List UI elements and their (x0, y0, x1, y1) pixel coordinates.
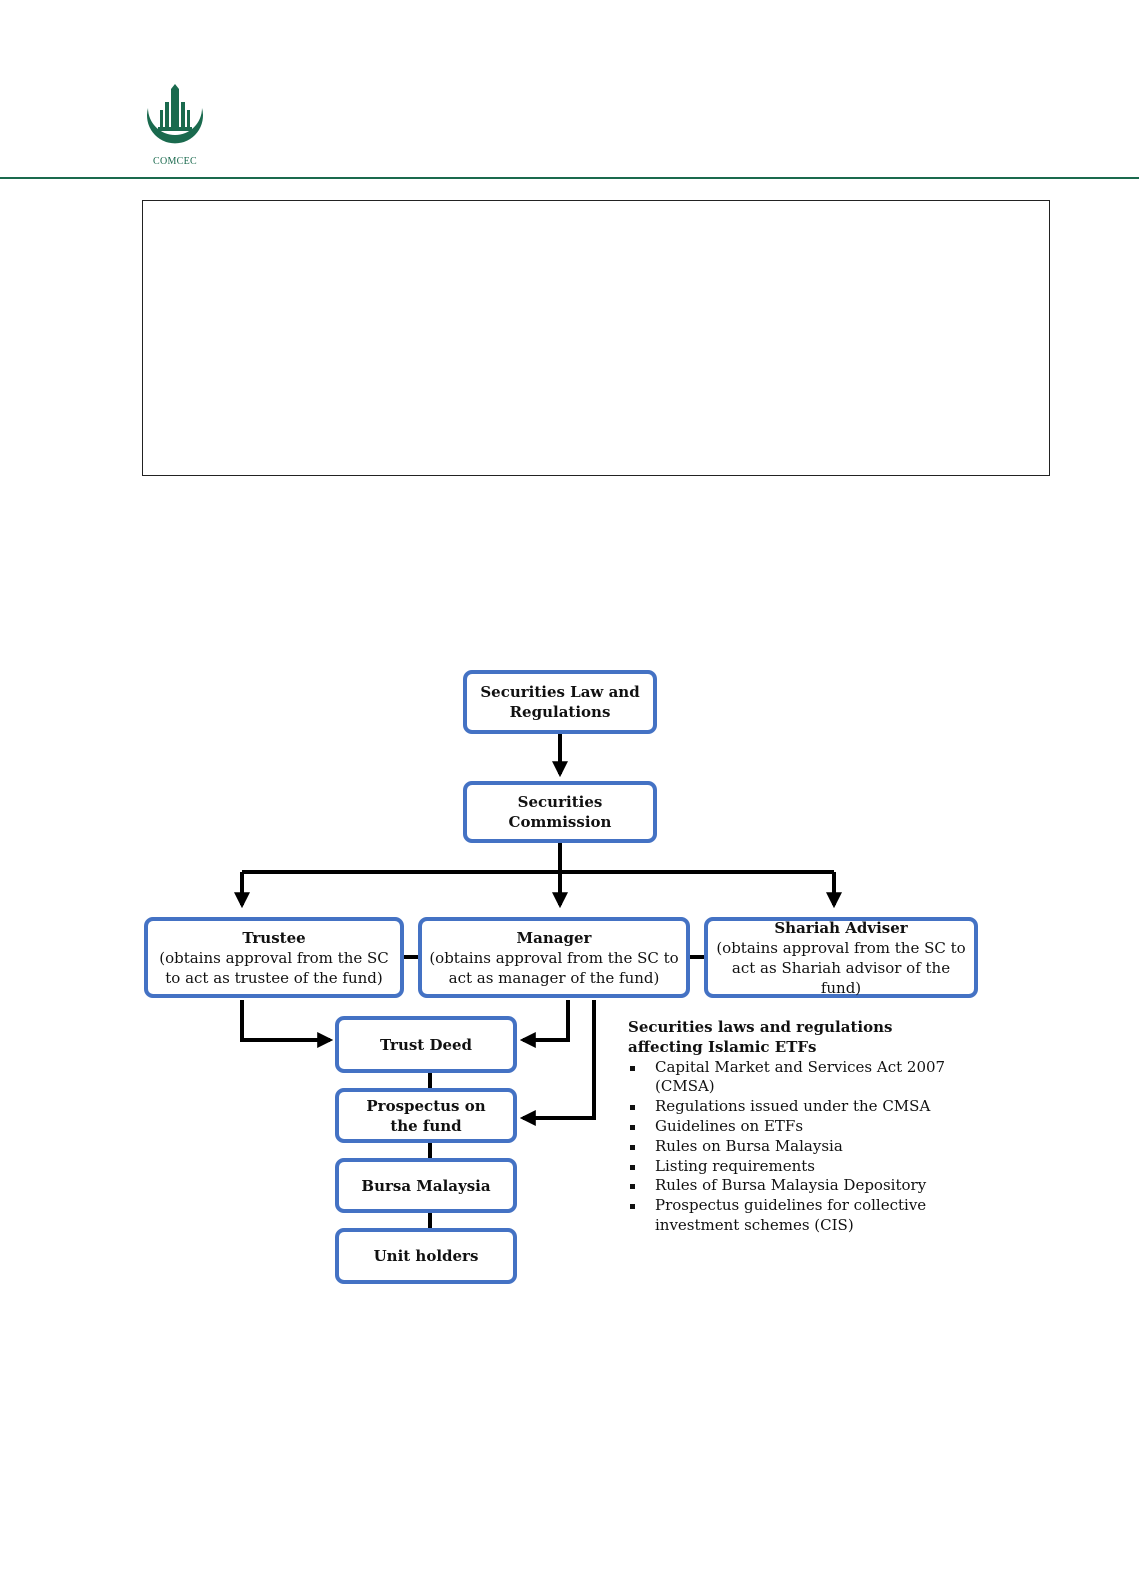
node-subtitle: (obtains approval from the SC to act as … (716, 938, 966, 997)
legend-item-text: Rules on Bursa Malaysia (655, 1136, 843, 1155)
node-title: Shariah Adviser (774, 918, 908, 937)
bullet-icon (630, 1204, 635, 1210)
legend-item: Guidelines on ETFs (628, 1117, 1008, 1137)
org-name: COMCEC (152, 156, 198, 167)
connector-manager-prospectus (519, 1000, 596, 1126)
node-subtitle: (obtains approval from the SC to act as … (159, 948, 389, 987)
legend-title: Securities laws and regulations affectin… (628, 1018, 893, 1056)
connector-manager-trustdeed (519, 1000, 570, 1048)
node-securities-law: Securities Law and Regulations (463, 670, 657, 734)
legend-item-text: Regulations issued under the CMSA (655, 1097, 931, 1116)
regulations-legend: Securities laws and regulations affectin… (628, 1018, 1008, 1236)
bullet-icon (630, 1144, 635, 1150)
bullet-icon (630, 1065, 635, 1071)
legend-item-text: Listing requirements (655, 1156, 815, 1175)
node-title: Prospectus on the fund (366, 1096, 486, 1135)
node-manager: Manager (obtains approval from the SC to… (418, 917, 690, 998)
node-title: Bursa Malaysia (361, 1176, 491, 1195)
legend-item-text: Prospectus guidelines for collective inv… (655, 1196, 927, 1234)
legend-item-text: Guidelines on ETFs (655, 1116, 804, 1135)
bullet-icon (630, 1164, 635, 1170)
connector-trustee-trustdeed (240, 1000, 334, 1048)
node-prospectus: Prospectus on the fund (335, 1088, 517, 1143)
node-title: Securities Law and Regulations (480, 683, 640, 721)
connector-bus (242, 843, 834, 874)
node-title: Securities Commission (508, 793, 612, 831)
node-title: Trust Deed (379, 1035, 473, 1054)
legend-item: Prospectus guidelines for collective inv… (628, 1196, 935, 1236)
node-title: Manager (516, 928, 592, 947)
bullet-icon (630, 1124, 635, 1130)
bullet-icon (630, 1184, 635, 1190)
bullet-icon (630, 1105, 635, 1111)
legend-item: Regulations issued under the CMSA (628, 1097, 1008, 1117)
legend-item: Rules of Bursa Malaysia Depository (628, 1176, 1008, 1196)
empty-frame-box (142, 200, 1050, 476)
node-subtitle: (obtains approval from the SC to act as … (429, 948, 679, 987)
comcec-logo (147, 84, 203, 144)
node-trust-deed: Trust Deed (335, 1016, 517, 1073)
legend-item-text: Capital Market and Services Act 2007 (CM… (655, 1057, 946, 1096)
legend-item-text: Rules of Bursa Malaysia Depository (655, 1176, 927, 1195)
legend-item: Listing requirements (628, 1157, 1008, 1177)
node-title: Unit holders (373, 1247, 479, 1265)
legend-list: Capital Market and Services Act 2007 (CM… (628, 1058, 1008, 1236)
node-unit-holders: Unit holders (335, 1228, 517, 1284)
header-rule (0, 177, 1139, 179)
node-securities-commission: Securities Commission (463, 781, 657, 843)
legend-item: Capital Market and Services Act 2007 (CM… (628, 1058, 1008, 1098)
node-bursa-malaysia: Bursa Malaysia (335, 1158, 517, 1213)
node-title: Trustee (242, 928, 306, 947)
node-trustee: Trustee (obtains approval from the SC to… (144, 917, 404, 998)
legend-item: Rules on Bursa Malaysia (628, 1137, 1008, 1157)
node-shariah-adviser: Shariah Adviser (obtains approval from t… (704, 917, 978, 998)
